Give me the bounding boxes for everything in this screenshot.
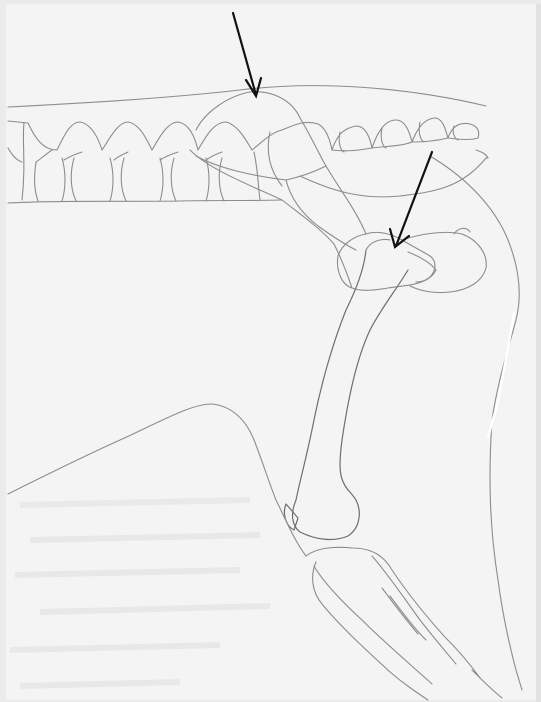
paper-shadow-edge (536, 4, 541, 702)
paper-sheet (6, 4, 536, 700)
